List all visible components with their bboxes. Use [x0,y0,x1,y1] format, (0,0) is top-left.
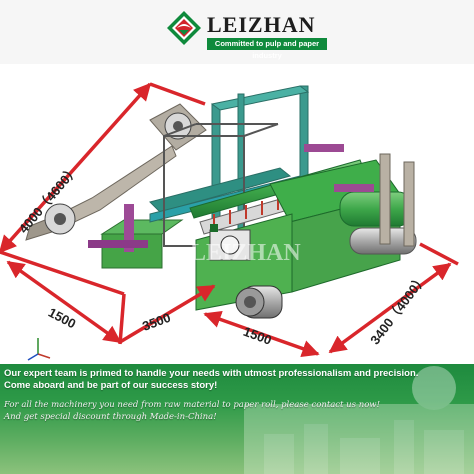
promo-banner: Our expert team is primed to handle your… [0,364,474,474]
dimension-width-label: 3400（4000） [367,271,429,347]
banner-discount-line: And get special discount through Made-in… [4,412,217,422]
dimension-lines [0,82,459,357]
brand-header: LEIZHAN Committed to pulp and paper indu… [0,0,474,64]
drive-motor [235,285,283,319]
control-panel [209,224,251,261]
banner-contact-line: For all the machinery you need from raw … [4,400,381,410]
watermark: LEIZHAN [190,240,301,266]
factory-photo-background [244,366,474,474]
banner-headline: Our expert team is primed to handle your… [4,368,419,379]
axis-triad-icon [27,338,51,361]
brand-name: LEIZHAN [207,12,316,37]
dimension-right-length-label: 1500 [241,324,273,348]
banner-subheadline: Come aboard and be part of our success s… [4,380,218,391]
dimension-center-length-label: 3500 [140,310,172,334]
brand-tagline: Committed to pulp and paper industry [207,38,327,60]
machine-illustration: LEIZHAN 4000（4600） 1500 3500 1500 3400（4… [0,82,459,361]
leizhan-logo-icon [167,11,201,45]
